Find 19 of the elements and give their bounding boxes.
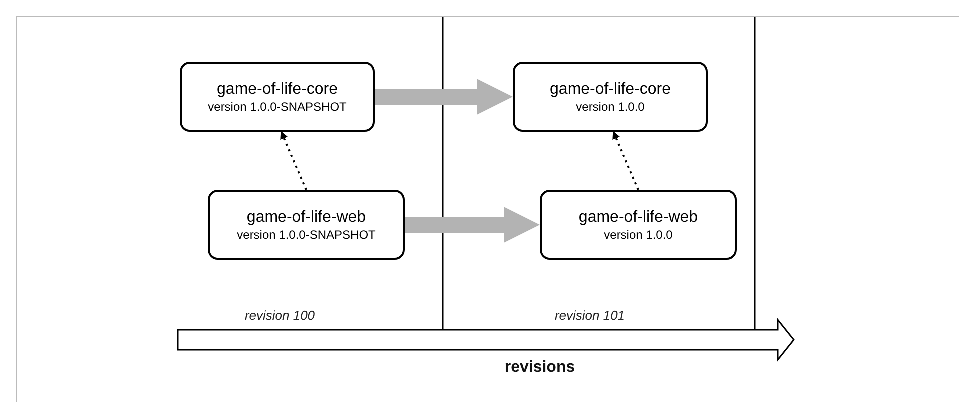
module-box — [180, 62, 375, 132]
dotted-arrow — [612, 131, 640, 190]
axis-label: revisions — [504, 358, 576, 378]
module-name: game-of-life-web — [246, 208, 366, 228]
module-box — [208, 190, 405, 260]
dotted-arrow — [280, 131, 308, 190]
version-text: version 1.0.0 — [576, 100, 645, 114]
block-arrow — [375, 79, 513, 115]
revision-label: revision 101 — [554, 307, 626, 325]
version-text: version 1.0.0-SNAPSHOT — [237, 228, 376, 242]
version-text: version 1.0.0 — [604, 228, 673, 242]
module-name: game-of-life-core — [217, 80, 338, 100]
module-box — [540, 190, 737, 260]
module-box — [513, 62, 708, 132]
revision-label: revision 100 — [244, 307, 316, 325]
block-arrow — [405, 207, 540, 243]
module-name: game-of-life-web — [578, 208, 698, 228]
module-name: game-of-life-core — [550, 80, 671, 100]
version-text: version 1.0.0-SNAPSHOT — [208, 100, 347, 114]
